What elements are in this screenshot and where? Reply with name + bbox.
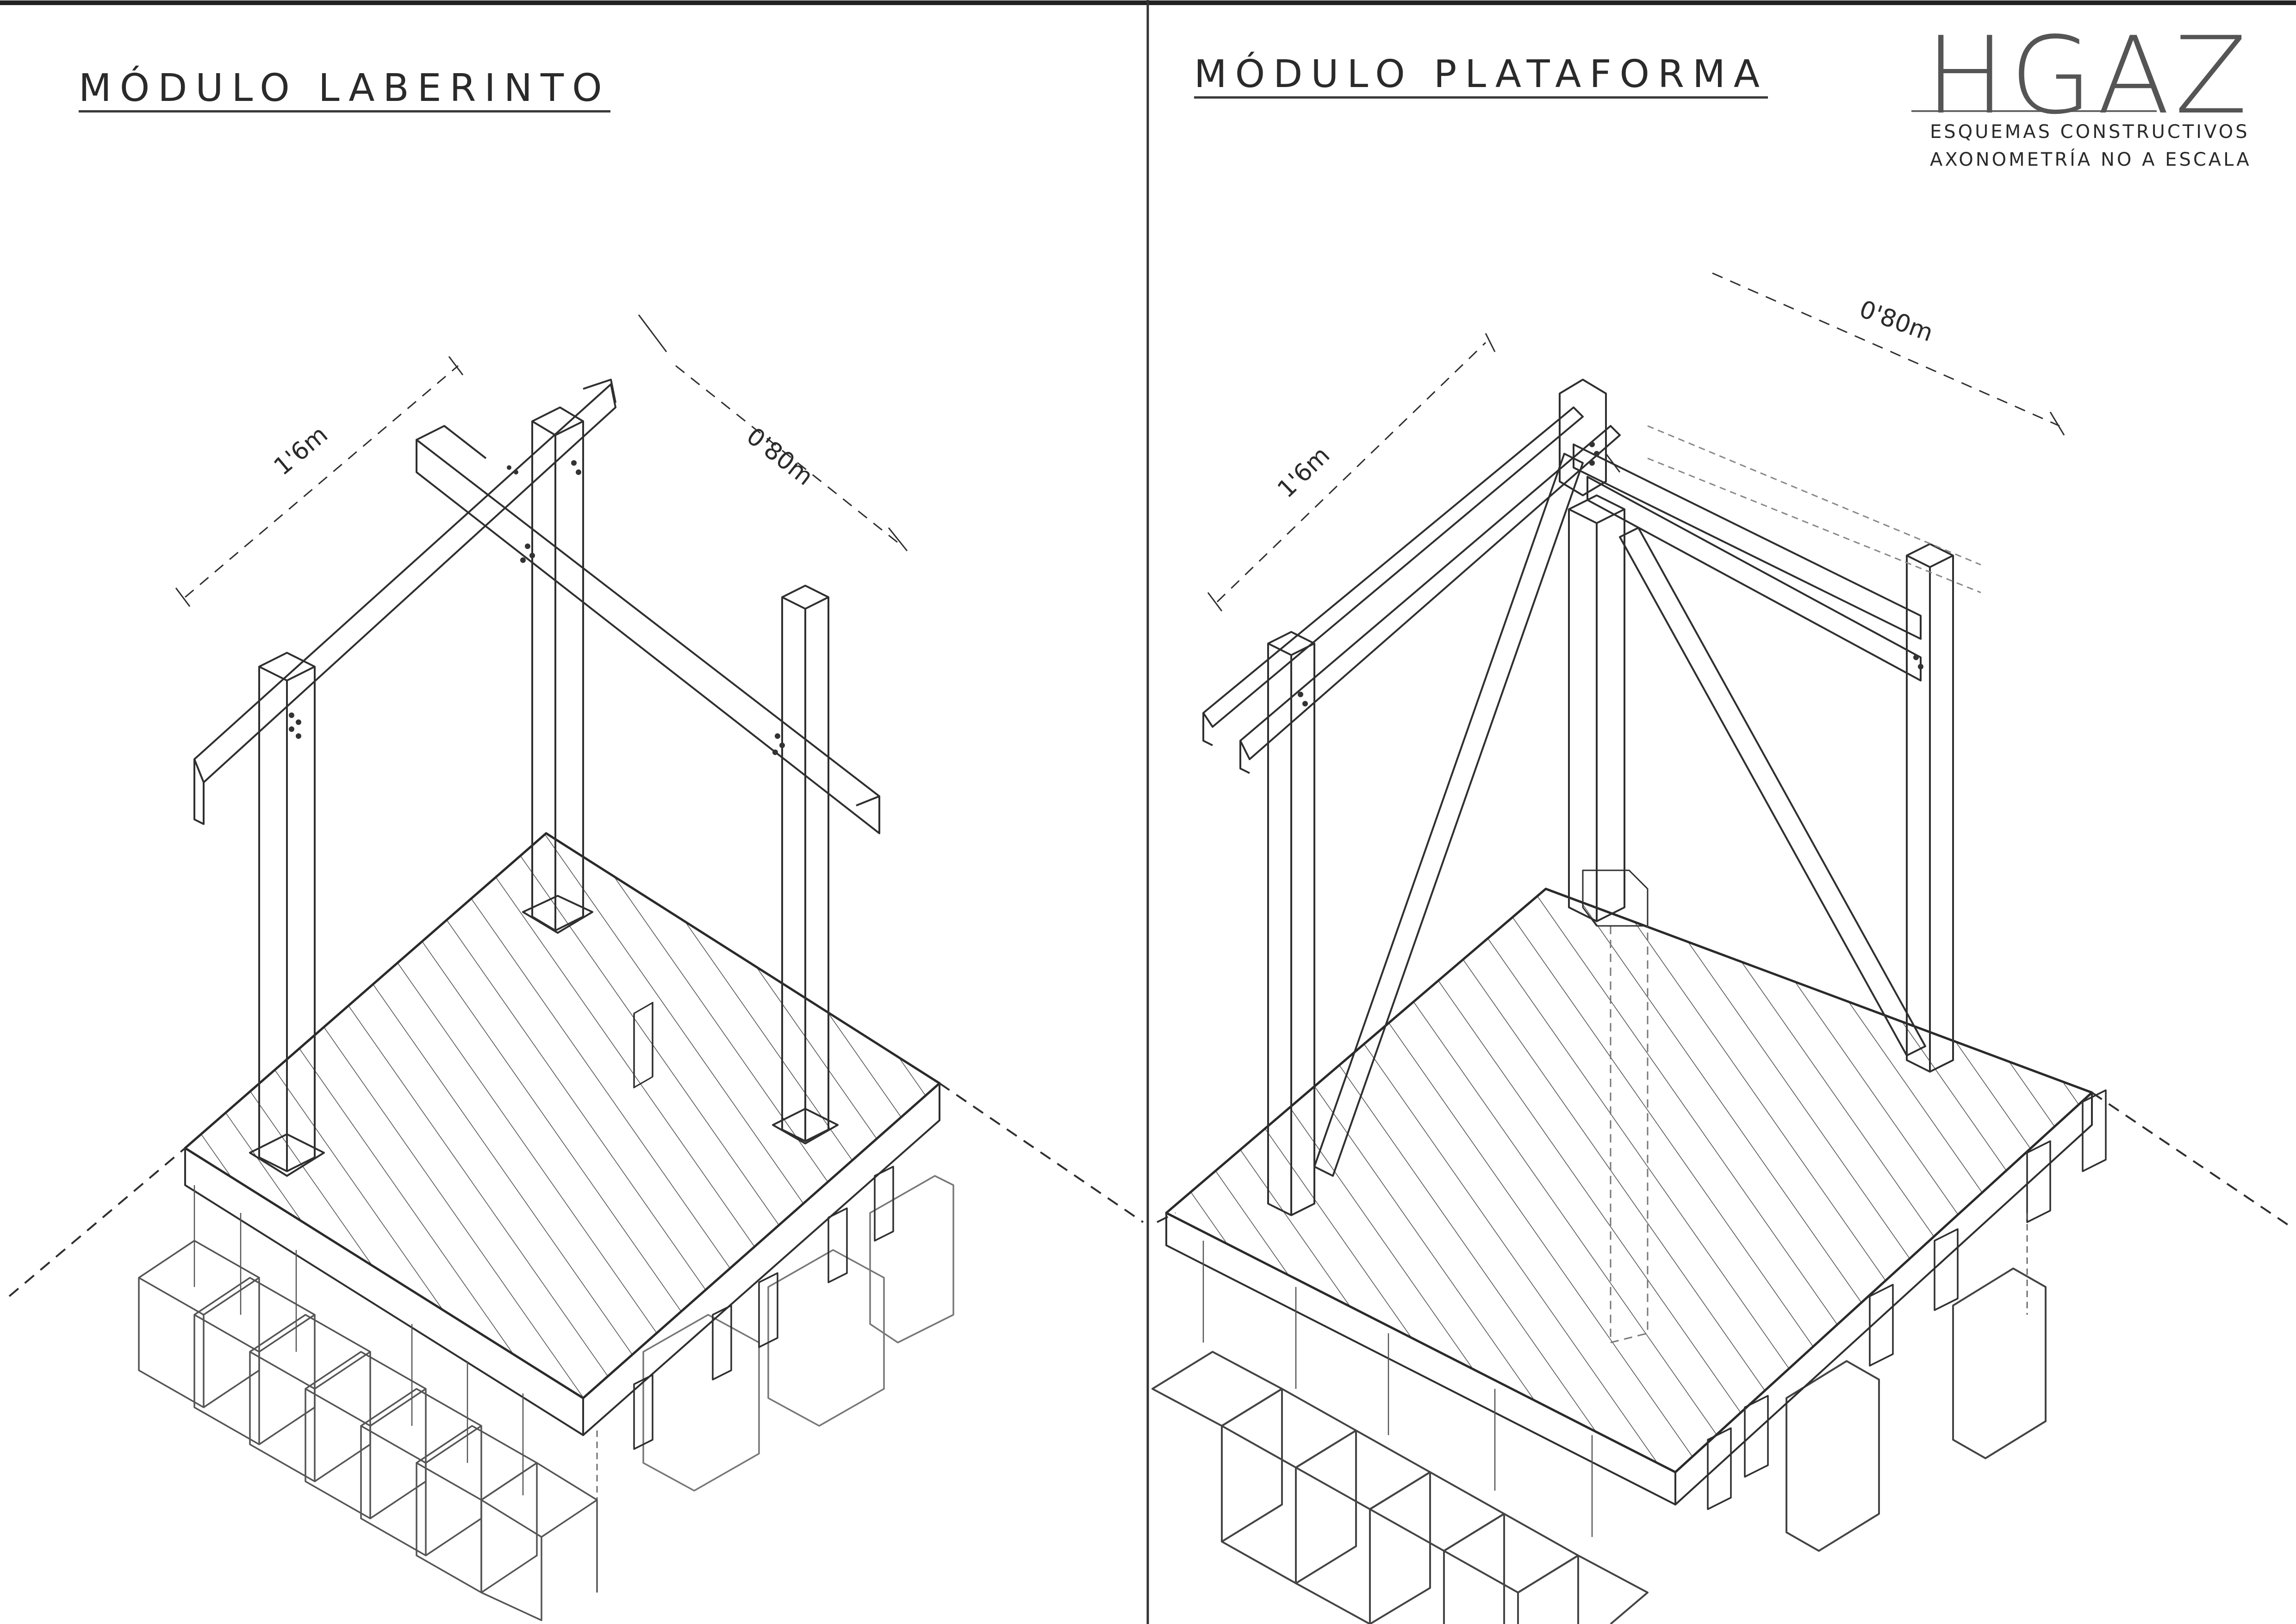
beam-right-inner [1587, 476, 1922, 681]
post-back-top [1559, 379, 1607, 496]
deck-joists [1707, 1089, 2107, 1510]
subtitle-axonometria: AXONOMETRÍA NO A ESCALA [1930, 149, 2252, 170]
beam-right-outer [1573, 443, 1922, 640]
ground-line [2091, 1092, 2292, 1228]
brace-left [1313, 453, 1584, 1177]
dimension-line-width [1712, 272, 2060, 427]
bolts [289, 460, 785, 755]
beam-right [416, 439, 880, 834]
deck-side-edge [582, 1083, 940, 1436]
title-laberinto: MÓDULO LABERINTO [79, 69, 610, 112]
module-laberinto [8, 314, 1144, 1621]
support-blocks [1151, 1268, 2047, 1624]
support-blocks [138, 1175, 954, 1621]
bolts [1298, 442, 1923, 706]
beam-end [583, 379, 616, 403]
logo-hgaz: HGAZ [1925, 14, 2252, 138]
beam-left [193, 383, 616, 825]
title-plataforma: MÓDULO PLATAFORMA [1194, 56, 1768, 99]
module-plataforma [1151, 272, 2292, 1624]
post-base-plate [249, 1133, 325, 1177]
ground-line [8, 1147, 186, 1297]
ground-line [939, 1082, 1144, 1223]
post-base-plate [772, 1108, 839, 1144]
post-front-left [258, 652, 316, 1172]
deck-side-edge [1674, 1093, 2093, 1505]
beam-end [416, 425, 487, 459]
post-center [1568, 494, 1625, 922]
brace-right [1619, 527, 1926, 1056]
deck-joists [633, 1001, 894, 1450]
post-front-right [1906, 543, 1954, 1073]
subtitle-esquemas: ESQUEMAS CONSTRUCTIVOS [1930, 121, 2250, 143]
beam-left-inner [1239, 425, 1621, 774]
assembly-arrows [1202, 1213, 2028, 1537]
dimension-line-width [675, 365, 903, 547]
post-base-plate [522, 895, 593, 934]
assembly-arrows [193, 1185, 598, 1537]
dimension-line-height [185, 365, 459, 598]
beam-left-outer [1202, 406, 1584, 746]
dimension-line-height [1216, 342, 1487, 603]
deck-top [184, 832, 941, 1399]
